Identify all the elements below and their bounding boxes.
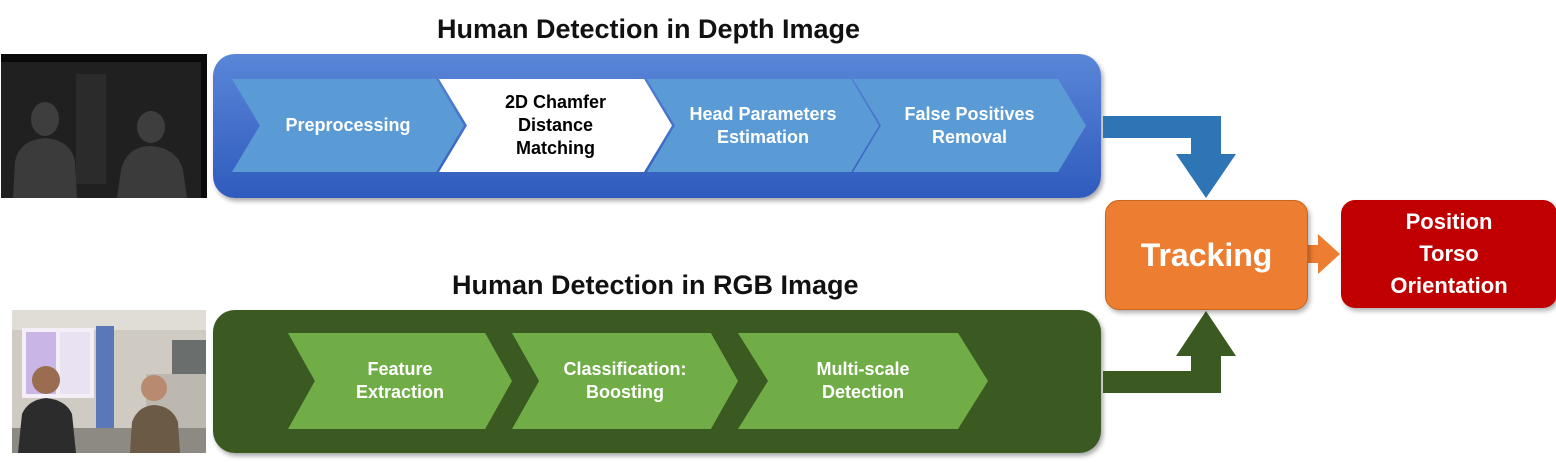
depth-to-tracking-arrow [1103, 116, 1236, 198]
rgb-to-tracking-arrow [1103, 311, 1236, 393]
step-preprocessing-label: Preprocessing [285, 115, 411, 135]
step-false-positives-removal-label: False Positives Removal [904, 103, 1035, 147]
output-torso: Torso [1419, 241, 1479, 266]
depth-image-graphic [1, 54, 207, 198]
step-feature-extraction-label: Feature Extraction [355, 359, 445, 402]
step-chamfer-matching-label: 2D Chamfer Distance Matching [504, 92, 607, 158]
tracking-to-output-arrow [1307, 234, 1340, 274]
tracking-label: Tracking [1140, 236, 1273, 273]
rgb-image-graphic [12, 310, 206, 453]
step-head-parameters-label: Head Parameters Estimation [689, 103, 837, 147]
step-multiscale-detection-label: Multi-scale Detection [816, 359, 910, 402]
tracking-box: Tracking [1105, 200, 1308, 310]
depth-section-title: Human Detection in Depth Image [437, 14, 861, 44]
step-preprocessing: Preprocessing [232, 79, 464, 172]
output-position: Position [1405, 209, 1493, 234]
depth-image [1, 54, 207, 198]
rgb-section-title: Human Detection in RGB Image [452, 270, 859, 300]
step-false-positives-removal: False Positives Removal [853, 79, 1086, 172]
step-classification-boosting-label: Classification: Boosting [563, 359, 687, 402]
step-classification-boosting: Classification: Boosting [512, 333, 738, 429]
output-box: Position Torso Orientation [1341, 200, 1556, 308]
output-orientation: Orientation [1390, 273, 1508, 298]
step-feature-extraction: Feature Extraction [288, 333, 512, 429]
rgb-image [12, 310, 206, 453]
step-chamfer-matching: 2D Chamfer Distance Matching [439, 79, 672, 172]
step-multiscale-detection: Multi-scale Detection [738, 333, 988, 429]
step-head-parameters: Head Parameters Estimation [647, 79, 879, 172]
